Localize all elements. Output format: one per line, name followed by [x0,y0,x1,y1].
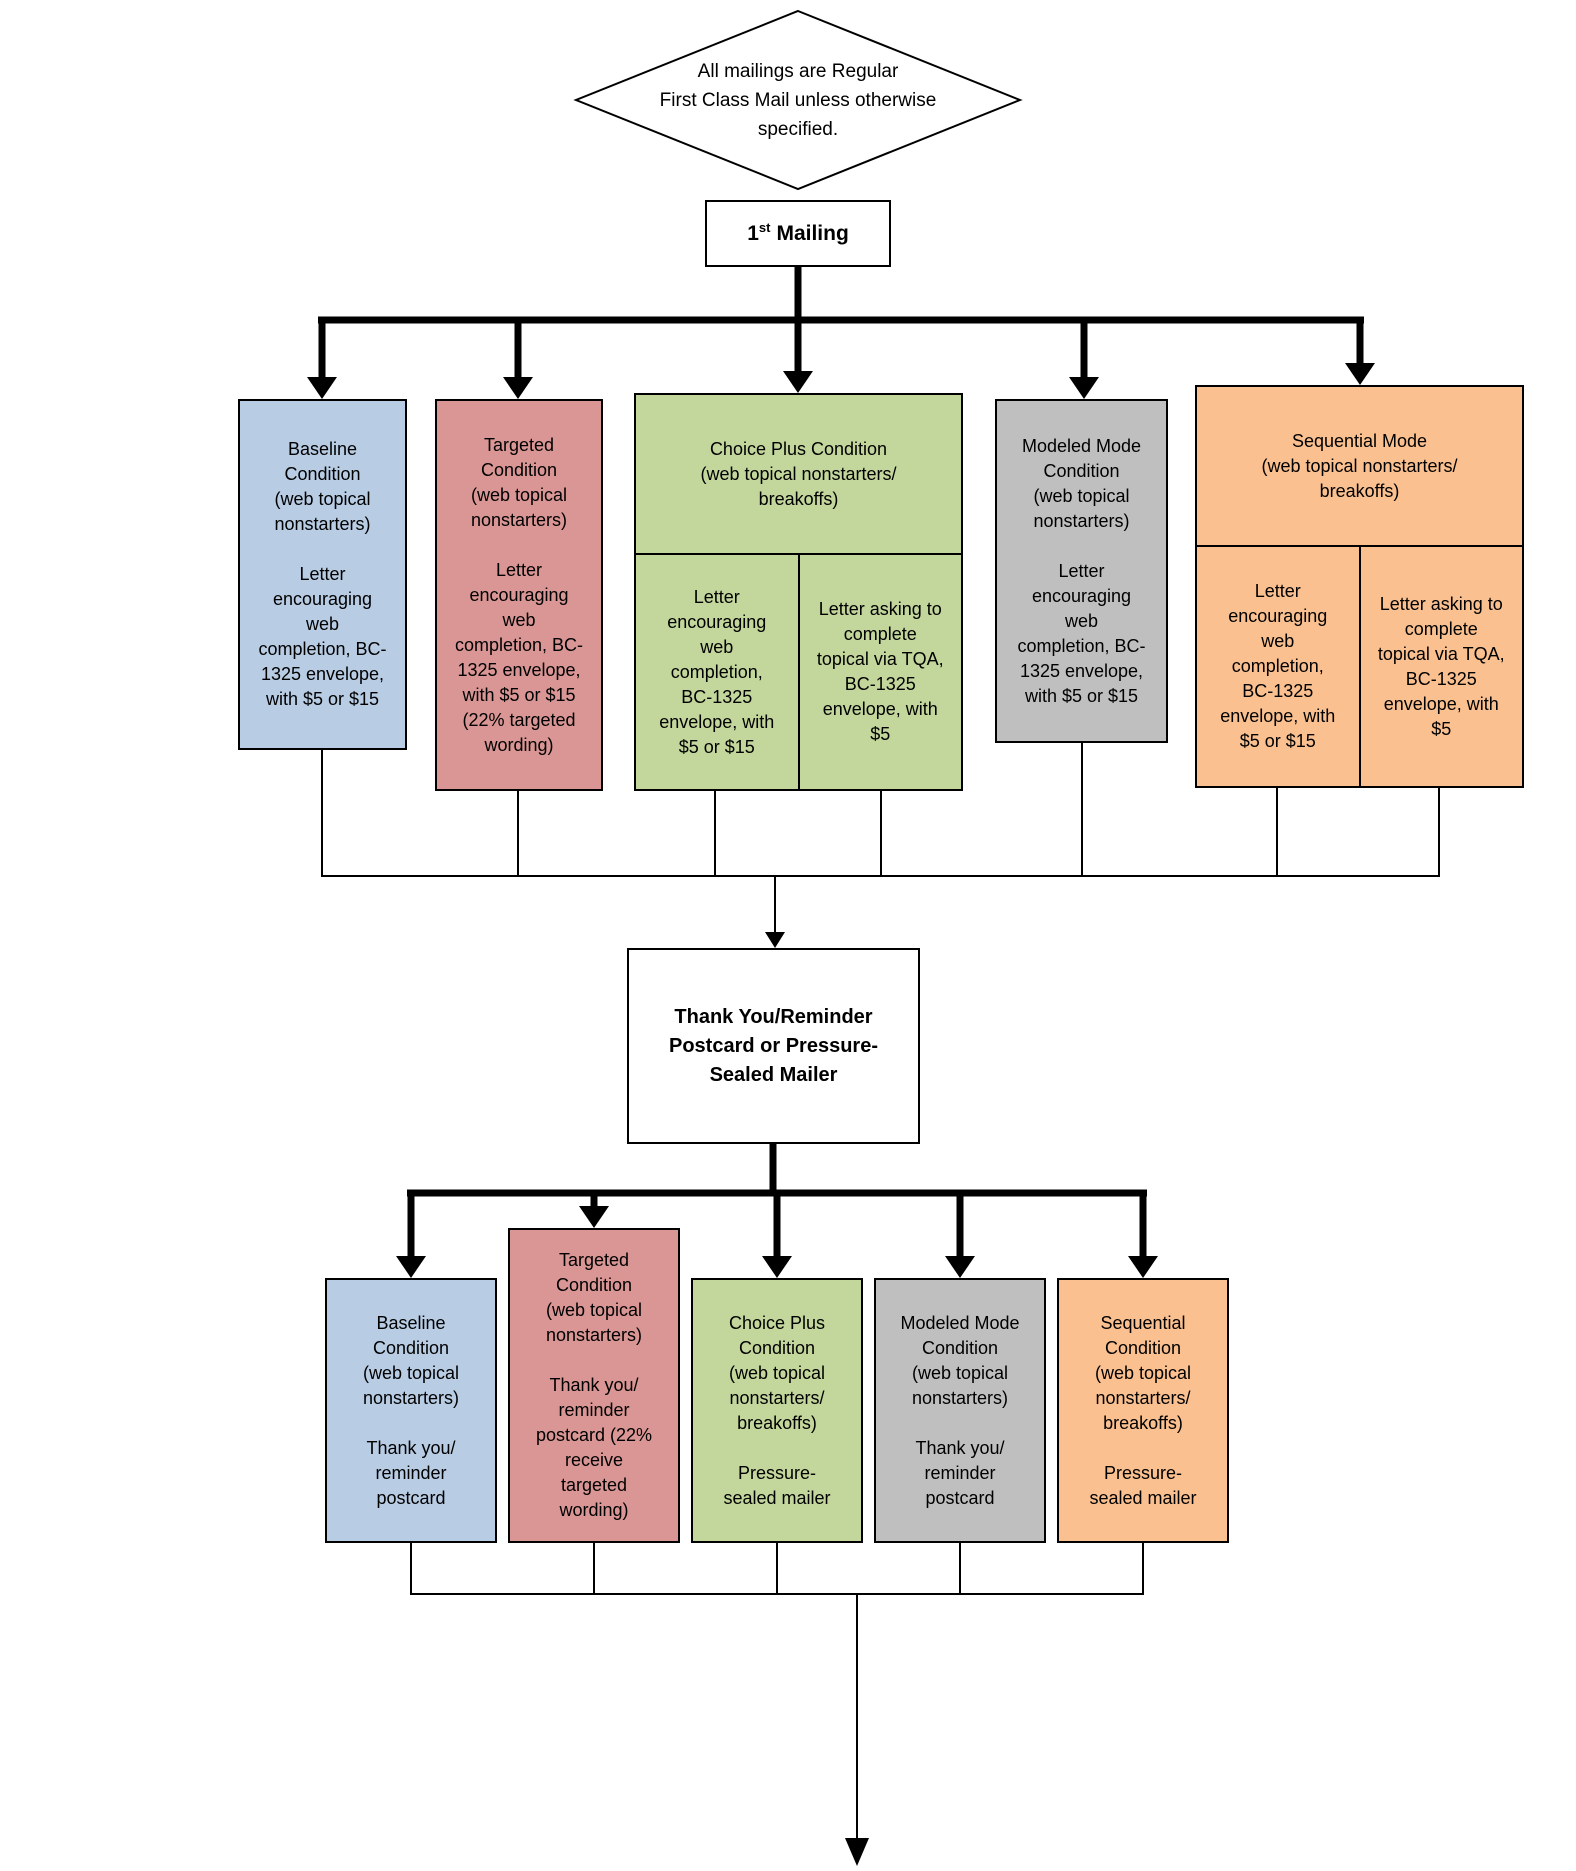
row1-targeted-text: Targeted Condition (web topical nonstart… [454,434,584,755]
row2-choice-plus-condition-box: Choice Plus Condition (web topical nonst… [691,1278,863,1543]
row1-choice-plus-right-text: Letter asking to complete topical via TQ… [816,599,944,744]
row1-choice-plus-cells: Letter encouraging web completion, BC-13… [636,555,961,789]
thin-connectors [321,743,1440,1840]
row2-targeted-text: Targeted Condition (web topical nonstart… [535,1250,653,1520]
note-diamond-text: All mailings are Regular First Class Mai… [659,61,937,140]
row1-choice-plus-right-cell: Letter asking to complete topical via TQ… [797,555,962,789]
row1-sequential-left-cell: Letter encouraging web completion, BC-13… [1197,547,1359,786]
row1-modeled-mode-text: Modeled Mode Condition (web topical nons… [1017,435,1146,706]
row1-choice-plus-title: Choice Plus Condition (web topical nonst… [700,438,897,509]
row1-sequential-right-cell: Letter asking to complete topical via TQ… [1358,547,1523,786]
row1-choice-plus-left-text: Letter encouraging web completion, BC-13… [659,586,775,757]
row2-choice-plus-text: Choice Plus Condition (web topical nonst… [723,1312,831,1508]
row1-sequential-mode-cells: Letter encouraging web completion, BC-13… [1197,547,1522,786]
row1-modeled-mode-condition-box: Modeled Mode Condition (web topical nons… [995,399,1168,743]
row2-baseline-text: Baseline Condition (web topical nonstart… [362,1312,460,1508]
row2-modeled-mode-text: Modeled Mode Condition (web topical nons… [900,1312,1020,1508]
arrowheads [307,363,1375,1866]
row1-sequential-left-text: Letter encouraging web completion, BC-13… [1220,581,1336,751]
row2-modeled-mode-condition-box: Modeled Mode Condition (web topical nons… [874,1278,1046,1543]
row1-choice-plus-left-cell: Letter encouraging web completion, BC-13… [636,555,798,789]
row2-targeted-condition-box: Targeted Condition (web topical nonstart… [508,1228,680,1543]
note-diamond-shape [573,9,1023,191]
row1-sequential-mode-title: Sequential Mode (web topical nonstarters… [1261,430,1458,501]
row1-sequential-right-text: Letter asking to complete topical via TQ… [1377,593,1505,739]
row2-baseline-condition-box: Baseline Condition (web topical nonstart… [325,1278,497,1543]
thank-you-reminder-text: Thank You/Reminder Postcard or Pressure-… [669,1005,878,1086]
thick-connectors [318,267,1364,1257]
row1-baseline-text: Baseline Condition (web topical nonstart… [258,439,387,709]
row1-choice-plus-header: Choice Plus Condition (web topical nonst… [636,395,961,555]
thank-you-reminder-box: Thank You/Reminder Postcard or Pressure-… [627,948,920,1144]
row1-baseline-condition-box: Baseline Condition (web topical nonstart… [238,399,407,750]
row1-sequential-mode-box: Sequential Mode (web topical nonstarters… [1195,385,1524,788]
row1-choice-plus-condition-box: Choice Plus Condition (web topical nonst… [634,393,963,791]
row2-sequential-condition-box: Sequential Condition (web topical nonsta… [1057,1278,1229,1543]
row1-sequential-mode-header: Sequential Mode (web topical nonstarters… [1197,387,1522,547]
row1-targeted-condition-box: Targeted Condition (web topical nonstart… [435,399,603,791]
row2-sequential-text: Sequential Condition (web topical nonsta… [1089,1312,1197,1508]
